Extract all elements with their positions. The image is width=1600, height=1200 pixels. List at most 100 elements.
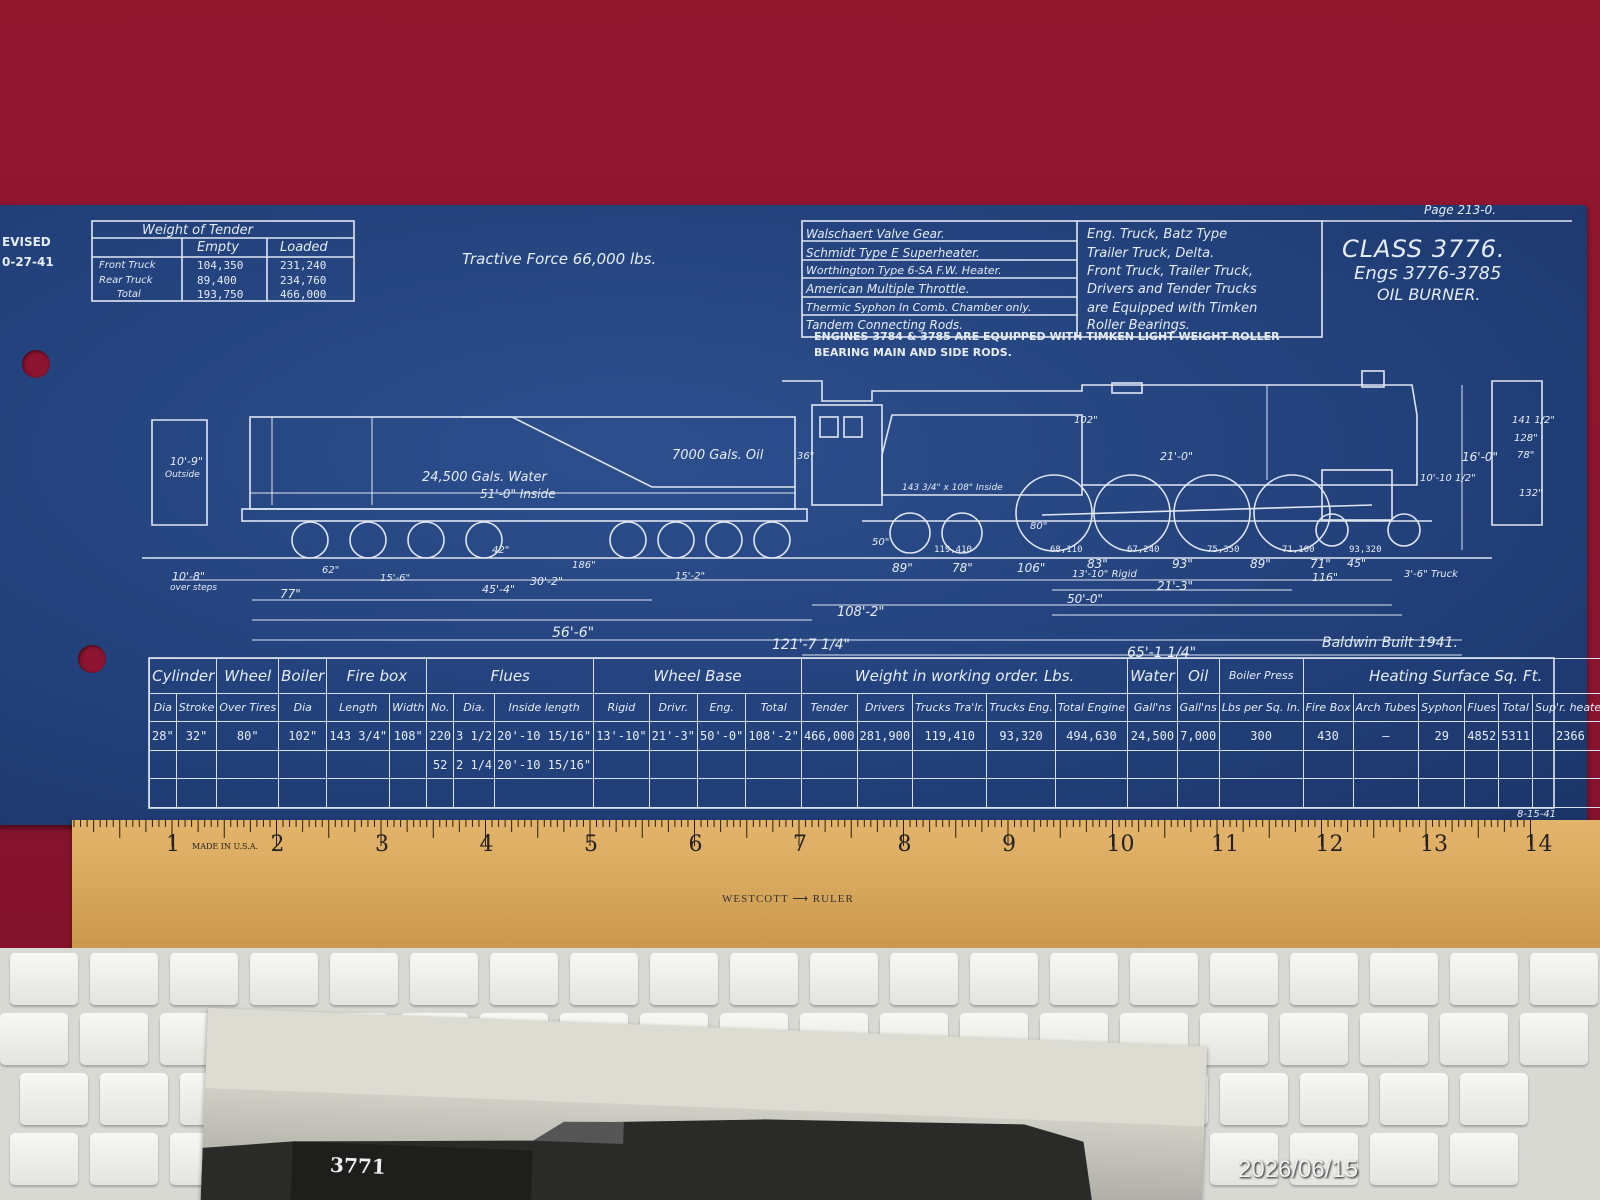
dim-label: 78" <box>1517 450 1535 461</box>
table-cell: 32" <box>175 721 218 751</box>
keyboard-key <box>0 1013 68 1065</box>
table-cell <box>745 778 802 808</box>
dim-label: 102" <box>1074 415 1098 426</box>
dim-label: 143 3/4" x 108" Inside <box>902 483 1003 493</box>
dim-label: 89" <box>1250 557 1271 571</box>
locomotive-silhouette <box>199 1119 1100 1200</box>
equipment-line: Walschaert Valve Gear. <box>806 227 945 241</box>
table-cell <box>1352 749 1420 780</box>
table-cell: 494,630 <box>1054 721 1129 751</box>
table-cell: 102" <box>278 721 328 751</box>
table-cell <box>1218 778 1304 808</box>
tender-row-value: 234,760 <box>280 274 327 287</box>
keyboard-key <box>1050 953 1118 1005</box>
keyboard-key <box>1380 1073 1448 1125</box>
dim-label: over steps <box>170 583 218 593</box>
table-cell <box>149 778 177 808</box>
table-cell: 29 <box>1418 721 1466 751</box>
table-cell <box>426 778 455 808</box>
col-header: Lbs per Sq. In. <box>1218 692 1304 723</box>
tender-row-label: Total <box>117 289 141 300</box>
table-cell <box>1418 749 1466 780</box>
tractive-force: Tractive Force 66,000 lbs. <box>462 250 657 268</box>
table-cell <box>1532 778 1600 808</box>
table-cell <box>800 778 858 808</box>
dim-label: 89" <box>892 561 913 575</box>
tender-wheels <box>291 521 791 559</box>
ruler-number: 1 <box>166 832 180 857</box>
col-header: Width <box>389 692 428 723</box>
table-cell <box>1498 749 1534 780</box>
col-header: Eng. <box>697 692 747 723</box>
engine-numbers: Engs 3776-3785 <box>1354 263 1502 284</box>
col-group: Cylinder <box>148 658 218 694</box>
dim-label: 132" <box>1519 488 1543 499</box>
dim-label: 67,240 <box>1127 545 1160 555</box>
tender-weight-loaded-header: Loaded <box>280 240 328 255</box>
col-group: Boiler Press <box>1218 658 1304 694</box>
table-cell: 20'-10 15/16" <box>494 721 595 751</box>
equipment-line: Roller Bearings. <box>1087 318 1190 333</box>
col-header: Dia <box>278 692 328 723</box>
boiler <box>782 380 1418 486</box>
dim-label: 116" <box>1312 571 1339 584</box>
ruler-number: 5 <box>584 832 598 857</box>
ruler-number: 4 <box>479 832 494 857</box>
table-cell: 3 1/2 <box>453 721 496 751</box>
table-cell <box>278 778 328 808</box>
table-cell <box>216 778 280 808</box>
table-cell <box>1352 778 1420 808</box>
table-cell <box>697 749 747 780</box>
col-header: Syphon <box>1418 692 1466 723</box>
table-cell: 430 <box>1302 721 1354 751</box>
drawing-date: 8-15-41 <box>1517 809 1557 820</box>
table-cell <box>1498 778 1534 808</box>
dim-label: 68,110 <box>1050 545 1083 555</box>
table-cell <box>175 749 218 780</box>
table-cell <box>149 749 177 780</box>
keyboard-key <box>90 953 158 1005</box>
table-cell: 20'-10 15/16" <box>494 749 595 780</box>
tender-row-label: Front Truck <box>99 260 156 271</box>
builder-note: Baldwin Built 1941. <box>1322 635 1458 651</box>
dim-label: 71,100 <box>1282 545 1315 555</box>
table-cell <box>1176 749 1220 780</box>
col-header: Total <box>745 692 802 723</box>
keyboard-key <box>100 1073 168 1125</box>
keyboard-key <box>10 1133 78 1185</box>
keyboard-key <box>1130 953 1198 1005</box>
table-cell <box>856 749 914 780</box>
table-cell <box>175 778 218 808</box>
punch-hole <box>78 645 106 673</box>
locomotive-photo: 3771 <box>199 1008 1208 1200</box>
table-cell: 7,000 <box>1176 721 1220 751</box>
dim-label: 15'-2" <box>675 571 706 582</box>
keyboard-key <box>1450 1133 1518 1185</box>
smokestack <box>1361 370 1385 388</box>
equipment-box <box>801 220 1323 338</box>
keyboard-key <box>730 953 798 1005</box>
keyboard-key <box>1210 953 1278 1005</box>
table-cell <box>216 749 280 780</box>
col-header: Inside length <box>494 692 595 723</box>
equipment-line: Front Truck, Trailer Truck, <box>1087 264 1253 279</box>
table-cell <box>389 778 428 808</box>
side-rod <box>1041 504 1373 516</box>
ruler-ticks <box>73 820 1531 846</box>
dim-label: 15'-6" <box>380 573 411 584</box>
table-cell: 2 1/4 <box>453 749 496 780</box>
ruler-number: 7 <box>793 832 807 857</box>
dim-label: 16'-0" <box>1462 450 1499 464</box>
tender-weight-title: Weight of Tender <box>142 223 254 238</box>
col-header: Trucks Eng. <box>986 692 1056 723</box>
table-cell: 52 <box>426 749 455 780</box>
keyboard-key <box>1370 1133 1438 1185</box>
table-cell: 13'-10" <box>593 721 650 751</box>
dim-label: 56'-6" <box>552 625 595 641</box>
revised-label: EVISED <box>2 235 51 249</box>
dim-label: 45'-4" <box>482 583 516 596</box>
table-cell: 143 3/4" <box>326 721 391 751</box>
col-group: Fire box <box>326 658 428 694</box>
keyboard-key <box>1440 1013 1508 1065</box>
dim-label: 42" <box>492 545 510 556</box>
